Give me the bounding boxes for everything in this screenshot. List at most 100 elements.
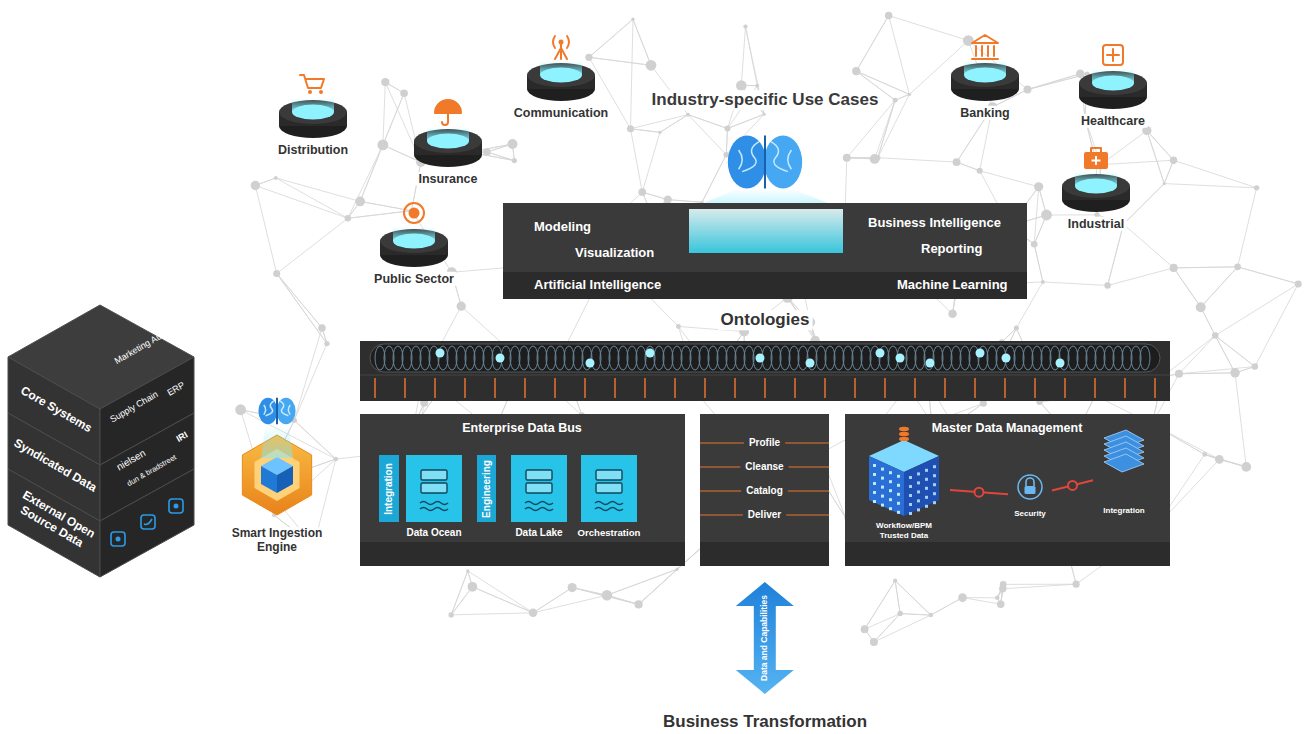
cube-left <box>869 456 904 516</box>
network-dot <box>963 35 974 46</box>
node-text: Artificial Intelligence <box>534 278 661 293</box>
industry-icon <box>972 35 998 59</box>
server-unit <box>421 470 447 480</box>
platform-panel: Enterprise Data BusIntegrationData Ocean… <box>360 414 685 566</box>
network-dot <box>449 612 454 617</box>
cube-window <box>925 469 928 472</box>
ingestion-engine-graphic <box>242 398 311 515</box>
industry-pedestal-graphic <box>1062 148 1130 212</box>
network-dot <box>658 131 661 134</box>
data-source-stack <box>8 305 194 577</box>
network-line <box>668 200 702 203</box>
network-dot <box>1202 452 1207 457</box>
node-text: Business Intelligence <box>868 216 1001 231</box>
network-line <box>889 16 910 95</box>
network-dot <box>870 154 880 164</box>
coil-tube <box>370 344 1160 372</box>
network-dot <box>664 195 672 203</box>
coil-light <box>926 359 935 368</box>
server-unit <box>526 483 552 493</box>
icon-stroke <box>1107 49 1119 61</box>
platform-panel-graphic <box>845 414 1170 566</box>
industry-pedestal: Communication <box>506 27 616 127</box>
pedestal-light <box>540 68 582 83</box>
network-dot <box>958 593 967 602</box>
network-dot <box>676 324 681 329</box>
network-line <box>1179 367 1255 374</box>
panel-strip <box>845 542 1170 566</box>
industry-pedestal-graphic <box>527 36 595 101</box>
pedestal-light <box>393 234 435 249</box>
network-line <box>589 19 633 57</box>
network-background <box>235 12 1302 646</box>
cube-window <box>897 493 900 496</box>
cube-window <box>873 491 876 494</box>
band-tick <box>1154 378 1156 398</box>
node-text: Enterprise Data Bus <box>462 421 581 435</box>
network-line <box>1034 244 1043 282</box>
network-line <box>1123 224 1173 268</box>
network-dot <box>631 18 634 21</box>
cube-window <box>909 503 912 506</box>
network-dot <box>1234 263 1241 270</box>
vertical-bar: Engineering <box>477 455 496 522</box>
node-text: Insurance <box>415 172 480 186</box>
cube-window <box>889 471 892 474</box>
network-line <box>642 132 660 192</box>
network-dot <box>675 568 678 571</box>
industry-pedestal: Banking <box>930 27 1040 127</box>
node-text: Ontologies <box>718 310 813 330</box>
network-line <box>1174 268 1201 307</box>
network-line <box>277 273 322 327</box>
network-line <box>865 581 896 630</box>
band-tick <box>704 378 706 398</box>
pedestal-light <box>1075 179 1117 194</box>
network-line <box>277 273 327 343</box>
network-dot <box>646 60 657 71</box>
network-line <box>865 581 896 630</box>
network-dot <box>318 324 326 332</box>
cube-window <box>917 499 920 502</box>
network-line <box>277 273 327 343</box>
icon-ring <box>404 203 424 223</box>
network-line <box>660 115 688 133</box>
network-line <box>631 115 689 129</box>
cube-window <box>881 504 884 507</box>
ontology-band: Ontologies <box>360 308 1170 401</box>
network-line <box>874 614 900 642</box>
icon-stroke <box>567 36 569 48</box>
industry-icon <box>300 75 324 94</box>
cube-window <box>909 512 912 515</box>
brain-icon <box>258 398 295 424</box>
network-line <box>726 129 727 155</box>
node-text: Modeling <box>534 220 591 235</box>
integration-node-graphic <box>1104 430 1144 472</box>
network-line <box>1174 160 1257 188</box>
band-tick <box>464 378 466 398</box>
pedestal-light <box>427 134 469 149</box>
process-rule <box>700 514 743 515</box>
trusted-data-cube: Workflow/BPMTrusted Data <box>858 425 950 548</box>
cube-window <box>917 490 920 493</box>
network-line <box>878 158 957 162</box>
light-beam <box>261 428 293 458</box>
coil-light <box>876 349 885 358</box>
network-dot <box>953 158 961 166</box>
network-dot <box>875 155 880 160</box>
process-rule <box>700 490 741 491</box>
ingestion-engine: Smart Ingestion Engine <box>222 392 332 558</box>
data-pill <box>899 437 909 441</box>
process-panel-graphic <box>700 414 829 566</box>
network-dot <box>723 152 729 158</box>
network-dot <box>755 84 759 88</box>
node-text: Deliver <box>748 509 781 521</box>
icon-dot <box>308 90 312 94</box>
network-line <box>688 115 727 129</box>
network-line <box>1174 267 1238 268</box>
coil-light <box>646 349 655 358</box>
network-line <box>294 344 327 421</box>
network-line <box>1174 268 1201 307</box>
network-dot <box>1041 280 1045 284</box>
network-line <box>631 129 660 133</box>
